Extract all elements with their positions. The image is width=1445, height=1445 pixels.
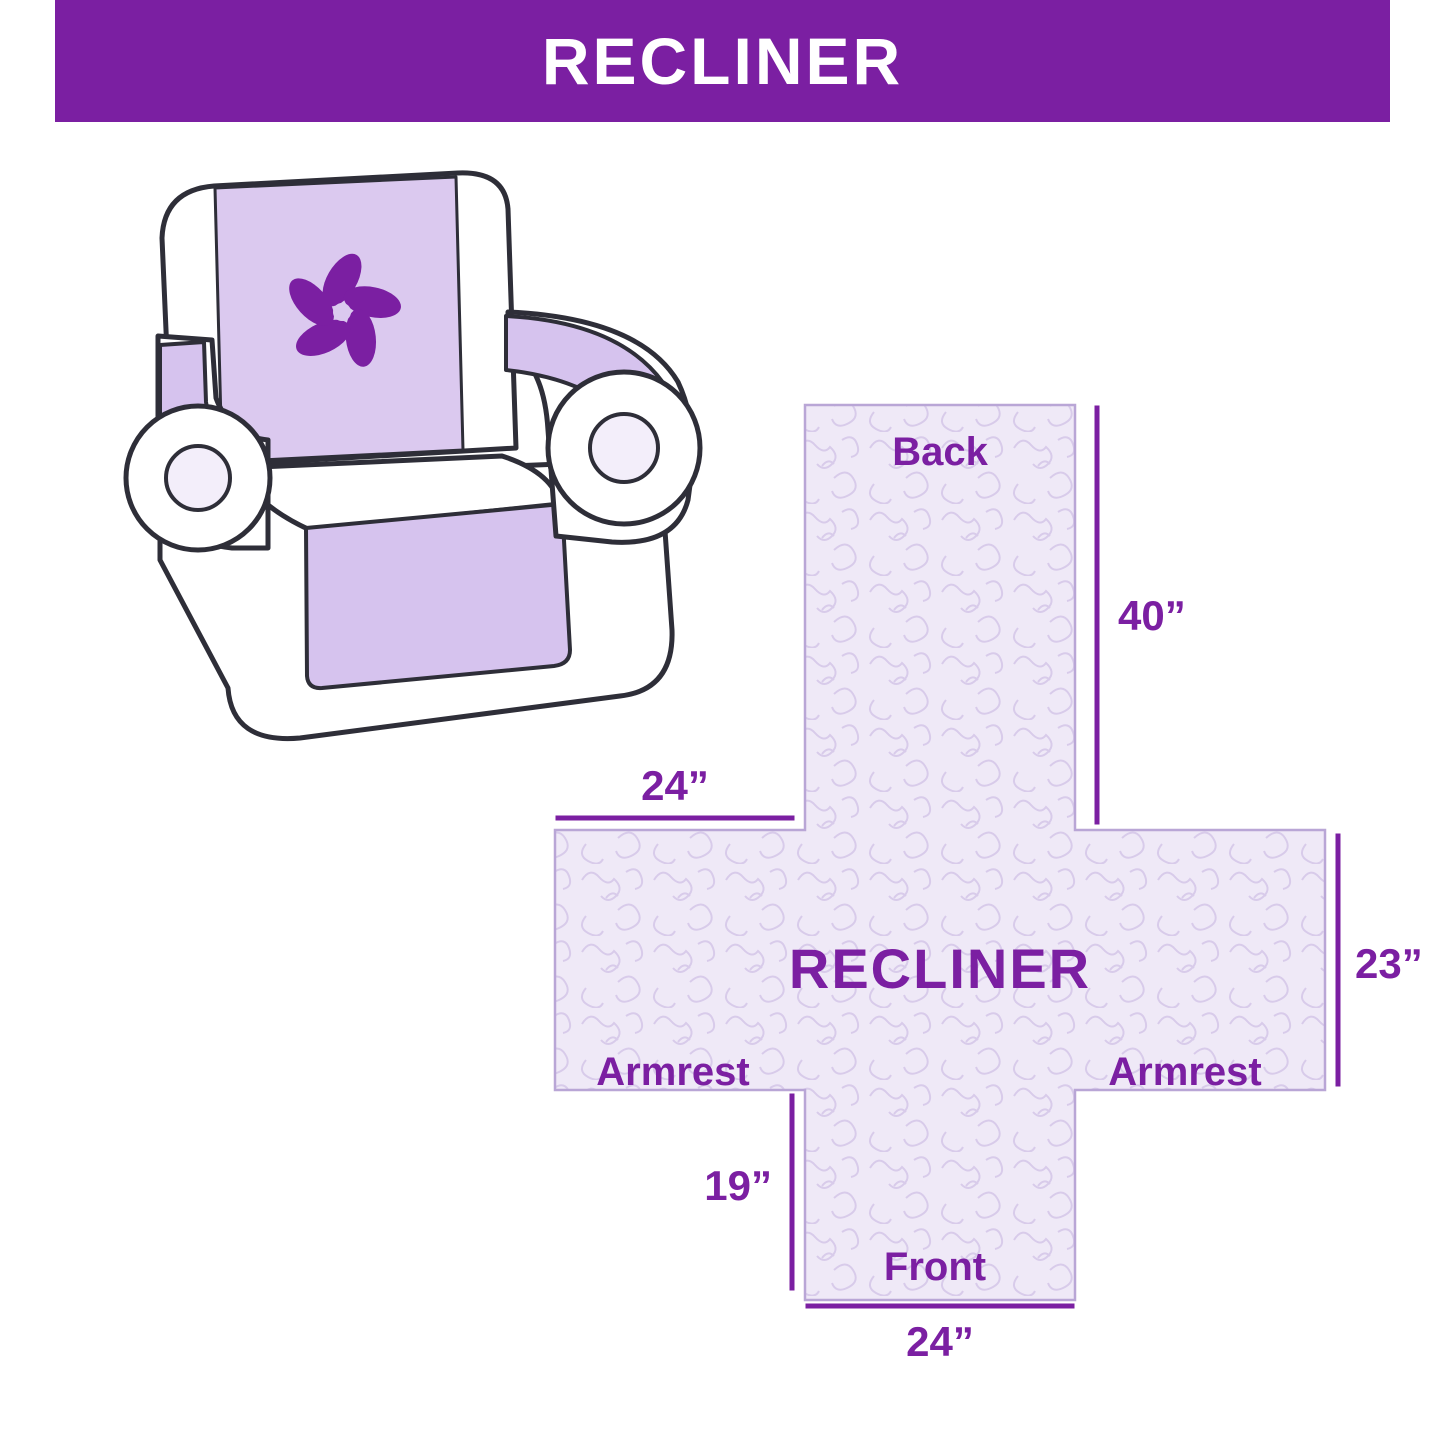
dim-back-length: 40” (1118, 592, 1186, 639)
front-label: Front (884, 1245, 986, 1289)
center-label: RECLINER (789, 937, 1091, 1000)
armrest-right-label: Armrest (1108, 1050, 1261, 1094)
chair-illustration (123, 170, 703, 742)
chair-right-arm-roll-detail (588, 412, 660, 484)
dim-back-width: 24” (641, 762, 709, 809)
dim-front-length: 19” (704, 1162, 772, 1209)
cover-layout-diagram: Back RECLINER Armrest Armrest Front 40” … (553, 403, 1423, 1365)
header-banner: RECLINER (55, 0, 1390, 122)
pinwheel-icon (289, 253, 401, 367)
back-label: Back (892, 430, 988, 474)
dim-armrest-width: 23” (1355, 940, 1423, 987)
chair-left-arm-roll-detail (164, 444, 232, 512)
cover-front-skirt (304, 502, 572, 691)
armrest-left-label: Armrest (596, 1050, 749, 1094)
dim-front-width: 24” (906, 1318, 974, 1365)
page-title: RECLINER (541, 24, 904, 98)
cover-layout-texture (553, 403, 1327, 1302)
